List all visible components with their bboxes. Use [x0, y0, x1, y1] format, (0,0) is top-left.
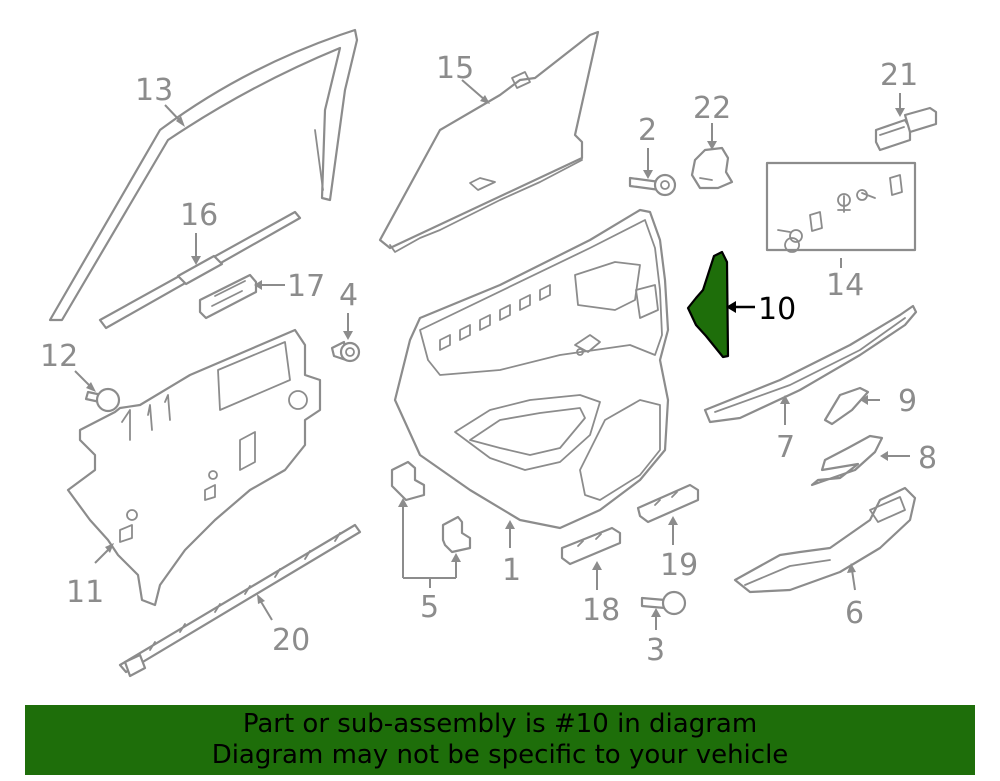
- part-21-sensor[interactable]: [874, 106, 938, 152]
- part-8-handle-bezel[interactable]: [810, 434, 884, 487]
- part-18-bracket[interactable]: [560, 526, 622, 566]
- callout-8: 8: [918, 441, 937, 476]
- callout-7: 7: [776, 430, 795, 465]
- callout-13: 13: [135, 73, 173, 108]
- callout-5: 5: [420, 590, 439, 625]
- part-3-screw[interactable]: [640, 590, 687, 616]
- banner-line-disclaimer: Diagram may not be specific to your vehi…: [211, 740, 789, 770]
- part-2-screw[interactable]: [628, 173, 677, 197]
- callout-20: 20: [272, 623, 310, 658]
- callout-6: 6: [845, 596, 864, 631]
- callout-16: 16: [180, 198, 218, 233]
- part-11-inner-panel[interactable]: [66, 328, 322, 607]
- part-12-screw[interactable]: [84, 387, 121, 413]
- callout-1: 1: [502, 553, 521, 588]
- parts-diagram: 13 16 17 4 12 11 20 15 2 22 21 14 10 9 7…: [40, 28, 938, 678]
- part-7-trim-strip[interactable]: [703, 304, 918, 424]
- part-10-trim-cover[interactable]: [686, 250, 730, 359]
- part-22-pad[interactable]: [690, 146, 734, 190]
- part-13-window-frame[interactable]: [48, 28, 359, 322]
- part-15-water-shield[interactable]: [378, 30, 600, 253]
- callout-10: 10: [758, 292, 796, 327]
- banner-line-part: Part or sub-assembly is #10 in diagram: [242, 709, 758, 739]
- part-20-wire-strip[interactable]: [118, 523, 362, 678]
- callout-12: 12: [40, 339, 78, 374]
- callout-numbers: 13 16 17 4 12 11 20 15 2 22 21 14 10 9 7…: [40, 51, 937, 668]
- part-14-hardware-kit[interactable]: [765, 161, 917, 253]
- part-17-clip[interactable]: [198, 273, 258, 320]
- callout-3: 3: [646, 633, 665, 668]
- callout-9: 9: [898, 384, 917, 419]
- callout-22: 22: [693, 91, 731, 126]
- part-9-small-trim[interactable]: [823, 386, 870, 426]
- part-5-clip-b[interactable]: [441, 515, 472, 554]
- callout-14: 14: [826, 268, 864, 303]
- part-5-clip-a[interactable]: [390, 460, 426, 502]
- callout-11: 11: [66, 575, 104, 610]
- callout-2: 2: [638, 113, 657, 148]
- part-6-armrest[interactable]: [733, 486, 917, 594]
- callout-17: 17: [287, 269, 325, 304]
- callout-4: 4: [339, 278, 358, 313]
- info-banner: Part or sub-assembly is #10 in diagram D…: [25, 705, 975, 775]
- part-4-fastener[interactable]: [330, 340, 361, 363]
- callout-21: 21: [880, 58, 918, 93]
- part-16-belt-strip[interactable]: [98, 210, 302, 330]
- callout-15: 15: [436, 51, 474, 86]
- part-1-door-trim-panel[interactable]: [393, 208, 670, 530]
- callout-18: 18: [582, 593, 620, 628]
- callout-19: 19: [660, 548, 698, 583]
- part-19-bracket[interactable]: [636, 483, 700, 524]
- leader-lines: [74, 79, 910, 630]
